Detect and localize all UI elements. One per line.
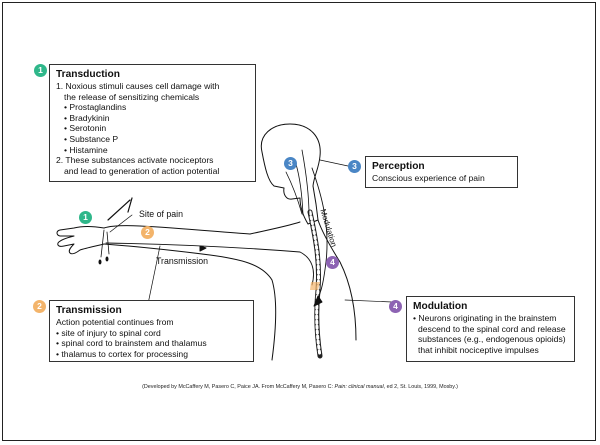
modulation-line: descend to the spinal cord and release xyxy=(413,324,568,335)
transmission-intro: Action potential continues from xyxy=(56,317,247,328)
transmission-item: • site of injury to spinal cord xyxy=(56,328,247,339)
transduction-step1-cont: the release of sensitizing chemicals xyxy=(56,92,249,103)
transmission-title: Transmission xyxy=(56,305,247,317)
credit-text: (Developed by McCaffery M, Pasero C, Pai… xyxy=(142,384,334,390)
transduction-step1: 1. Noxious stimuli causes cell damage wi… xyxy=(56,81,249,92)
site-of-pain-badge: 1 xyxy=(79,211,92,224)
blood-drop xyxy=(106,257,109,262)
transmission-leader xyxy=(148,246,160,304)
modulation-line: • Neurons originating in the brainstem xyxy=(413,313,568,324)
transmission-box: Transmission Action potential continues … xyxy=(49,300,254,362)
modulation-number-badge: 4 xyxy=(389,300,402,313)
perception-number-badge: 3 xyxy=(348,160,361,173)
modulation-title: Modulation xyxy=(413,301,568,313)
chemical-item: • Prostaglandins xyxy=(64,102,249,113)
brain-path-2 xyxy=(302,150,309,215)
modulation-box: Modulation • Neurons originating in the … xyxy=(406,296,575,362)
brain-path-1 xyxy=(296,164,303,215)
spinal-transmission-badge: 2 xyxy=(141,226,154,239)
modulation-line: substances (e.g., endogenous opioids) xyxy=(413,334,568,345)
chemical-item: • Bradykinin xyxy=(64,113,249,124)
perception-title: Perception xyxy=(372,161,511,173)
source-credit: (Developed by McCaffery M, Pasero C, Pai… xyxy=(0,384,600,390)
brainstem-modulation-badge: 4 xyxy=(326,256,339,269)
perception-leader xyxy=(320,160,348,166)
blood-drop xyxy=(99,260,102,265)
transmission-label: Transmission xyxy=(156,256,208,266)
transduction-number-badge: 1 xyxy=(34,64,47,77)
hand-outline xyxy=(57,227,104,254)
transduction-step2: 2. These substances activate nociceptors xyxy=(56,155,249,166)
chemical-item: • Histamine xyxy=(64,145,249,156)
credit-book-title: Pain: clinical manual xyxy=(335,384,384,390)
transmission-item: • spinal cord to brainstem and thalamus xyxy=(56,338,247,349)
transmission-item: • thalamus to cortex for processing xyxy=(56,349,247,360)
perception-text: Conscious experience of pain xyxy=(372,173,511,184)
transduction-title: Transduction xyxy=(56,69,249,81)
chemical-item: • Serotonin xyxy=(64,123,249,134)
transmission-path xyxy=(106,243,314,285)
transmission-number-badge: 2 xyxy=(33,300,46,313)
head-outline xyxy=(261,124,320,224)
arm-upper-edge xyxy=(104,226,250,234)
perception-box: Perception Conscious experience of pain xyxy=(365,156,518,188)
transduction-step2-cont: and lead to generation of action potenti… xyxy=(56,166,249,177)
modulation-line: that inhibit nociceptive impulses xyxy=(413,345,568,356)
brain-perception-badge: 3 xyxy=(284,157,297,170)
site-of-pain-leader xyxy=(110,215,132,232)
front-outline xyxy=(250,222,300,234)
credit-text-end: , ed 2, St. Louis, 1999, Mosby.) xyxy=(384,384,458,390)
needle xyxy=(108,198,132,220)
wound-lines xyxy=(101,230,109,257)
site-of-pain-label: Site of pain xyxy=(139,209,183,219)
modulation-leader xyxy=(345,300,392,302)
chemical-item: • Substance P xyxy=(64,134,249,145)
transduction-box: Transduction 1. Noxious stimuli causes c… xyxy=(49,64,256,182)
